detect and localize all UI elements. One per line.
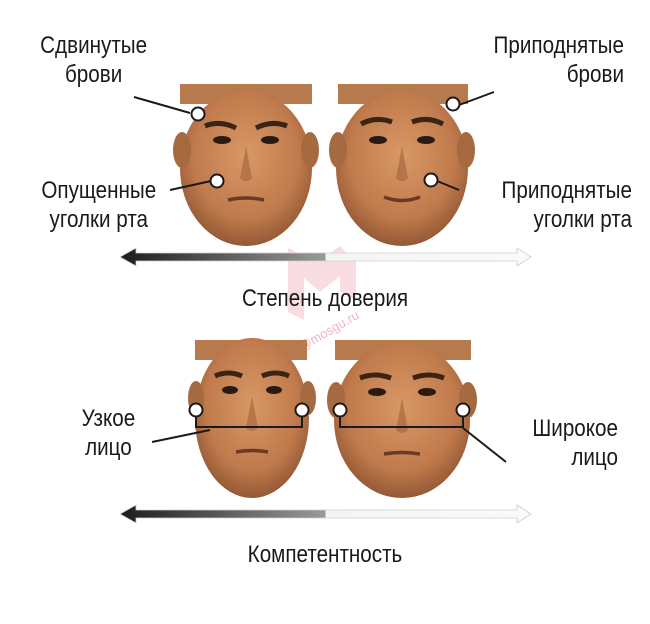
face-narrow [188, 338, 316, 498]
face-frowning [173, 84, 319, 246]
pointers-top [133, 91, 495, 191]
label-narrow-face: Узкое лицо [81, 405, 136, 461]
label-furrowed-brows: Сдвинутые брови [40, 32, 148, 88]
label-raised-brows: Приподнятые брови [493, 32, 624, 88]
competence-scale-label: Компетентность [247, 541, 403, 568]
mouth [383, 195, 421, 203]
trust-scale-label: Степень доверия [241, 285, 409, 312]
label-raised-mouth-corners: Приподнятые уголки рта [501, 177, 632, 233]
face-wide [327, 340, 477, 498]
pointers-bottom [151, 402, 507, 463]
face-smiling [329, 84, 475, 246]
mouth [227, 196, 265, 202]
competence-scale-arrow [119, 504, 532, 524]
eyebrow-left [359, 116, 393, 127]
watermark-logo [288, 246, 356, 320]
label-lowered-mouth-corners: Опущенные уголки рта [41, 177, 157, 233]
eyebrow-left [204, 120, 238, 131]
eyebrow-right [411, 116, 445, 127]
trust-scale-arrow [119, 247, 532, 267]
eyebrow-right [254, 120, 288, 131]
label-wide-face: Широкое лицо [532, 415, 618, 471]
